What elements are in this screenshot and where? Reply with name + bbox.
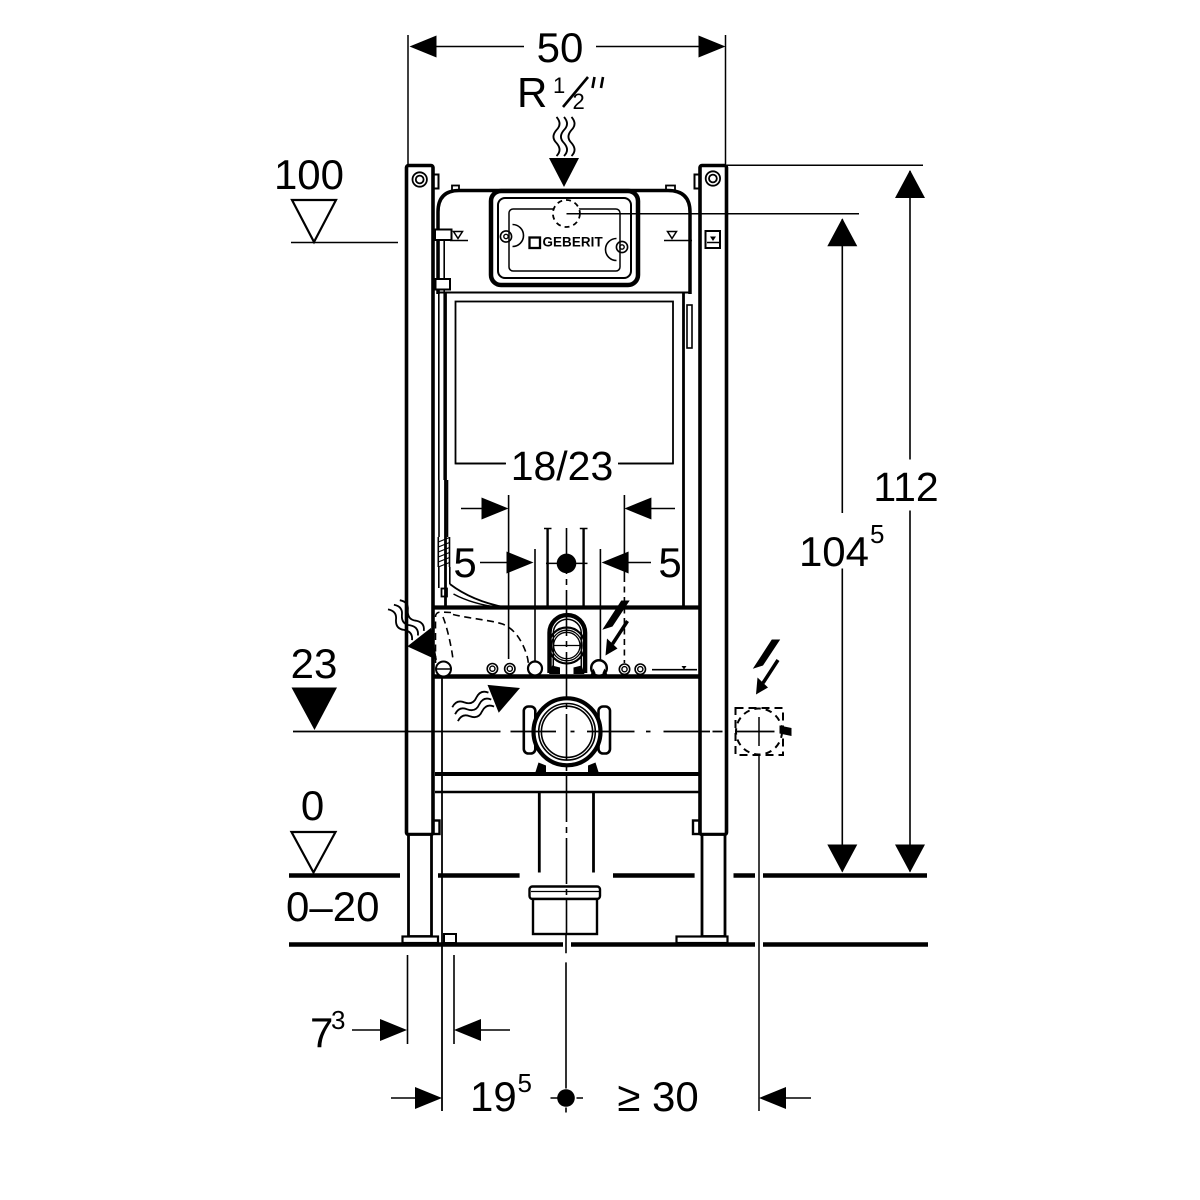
svg-text:2: 2 xyxy=(573,89,585,114)
svg-text:≥ 30: ≥ 30 xyxy=(617,1073,698,1120)
svg-text:112: 112 xyxy=(873,464,938,510)
svg-text:0–20: 0–20 xyxy=(286,883,379,930)
svg-text:R: R xyxy=(517,69,547,116)
svg-text:1: 1 xyxy=(553,73,565,98)
svg-text:104: 104 xyxy=(799,528,869,575)
svg-text:3: 3 xyxy=(331,1005,345,1035)
svg-text:50: 50 xyxy=(537,24,584,71)
svg-text:5: 5 xyxy=(453,539,476,586)
svg-text:18/23: 18/23 xyxy=(511,443,614,489)
svg-text:100: 100 xyxy=(274,151,344,198)
svg-text:0: 0 xyxy=(301,782,324,829)
svg-text:7: 7 xyxy=(310,1009,333,1056)
svg-text:5: 5 xyxy=(658,539,681,586)
svg-text:5: 5 xyxy=(870,519,884,549)
svg-text:5: 5 xyxy=(518,1068,532,1098)
svg-text:23: 23 xyxy=(291,640,338,687)
svg-text:GEBERIT: GEBERIT xyxy=(543,235,604,250)
svg-text:19: 19 xyxy=(470,1073,517,1120)
